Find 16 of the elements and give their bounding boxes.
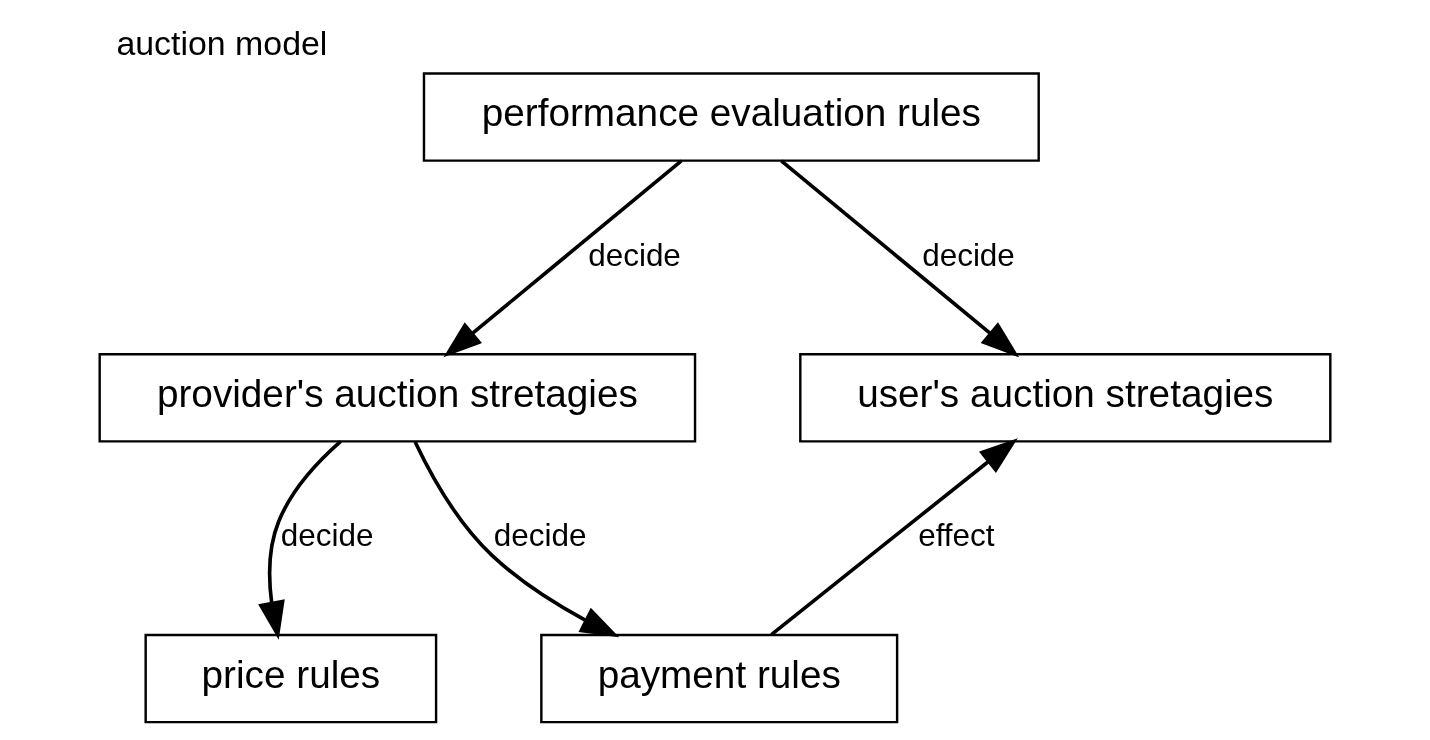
node-box: price rules <box>144 633 438 724</box>
node-box: payment rules <box>540 633 899 724</box>
edge-label: effect <box>918 518 995 554</box>
arrow <box>413 441 620 638</box>
edge-label: decide <box>588 237 681 273</box>
arrow <box>780 159 1020 358</box>
edge-label: decide <box>922 237 1015 273</box>
node-box: user's auction stretagies <box>799 353 1332 443</box>
arrow <box>258 440 342 640</box>
node-box: performance evaluation rules <box>422 72 1040 162</box>
edge-label: decide <box>493 518 587 554</box>
arrow <box>770 438 1018 636</box>
diagram-title: auction model <box>116 23 328 62</box>
node-box: provider's auction stretagies <box>98 353 697 443</box>
edge-label: decide <box>280 518 374 554</box>
arrow <box>443 159 683 358</box>
